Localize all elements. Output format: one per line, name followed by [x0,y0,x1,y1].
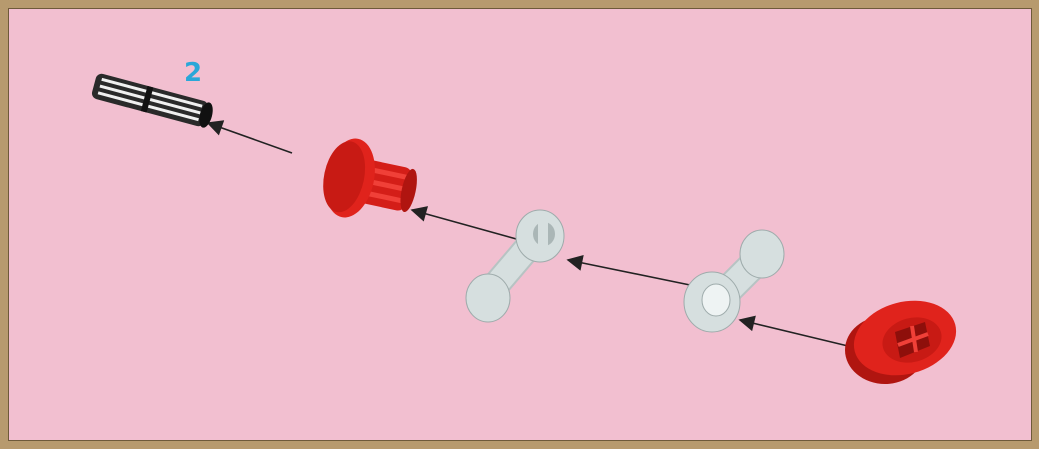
light-grey-crank-2 [684,230,784,332]
arrow-1 [208,123,292,153]
red-hub [845,290,965,386]
step-quantity-label: 2 [184,60,202,86]
light-grey-crank-1 [466,210,564,322]
red-bush-pin [316,133,424,231]
arrow-4 [740,320,848,346]
arrow-3 [568,260,690,285]
arrow-2 [412,210,520,240]
